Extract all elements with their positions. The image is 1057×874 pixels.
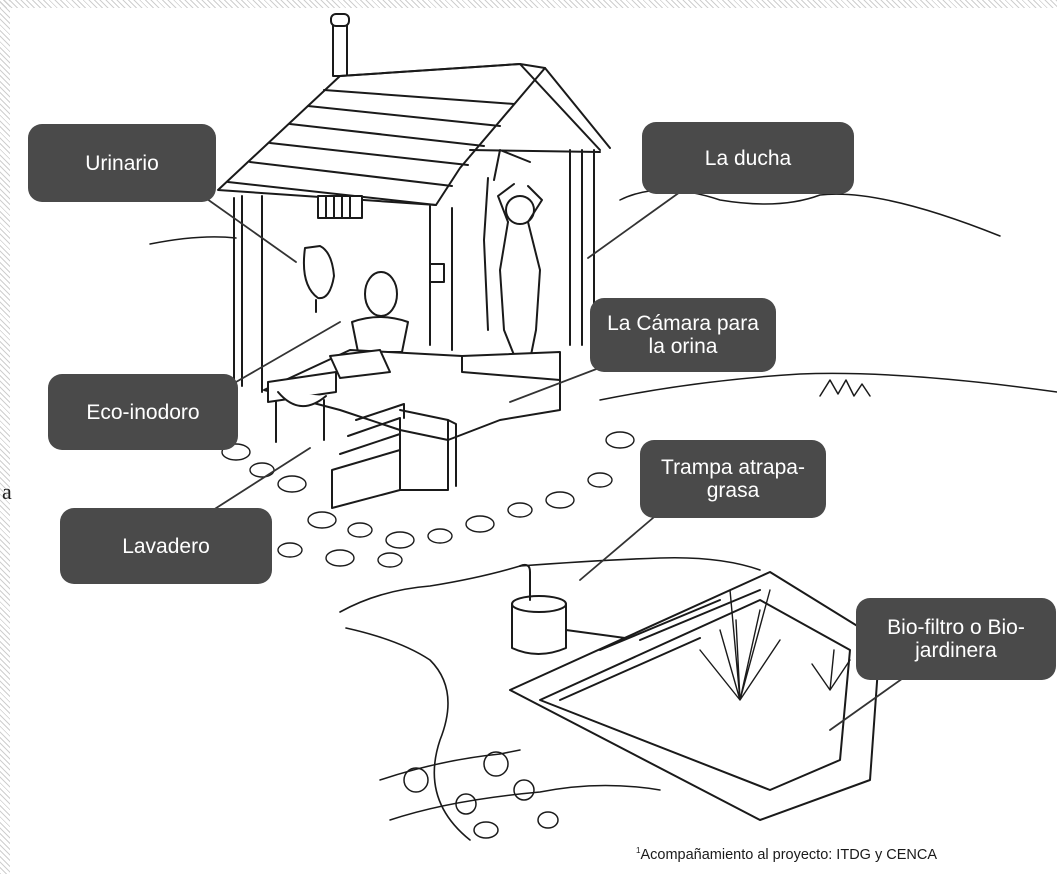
cropped-text-fragment: a: [2, 479, 12, 504]
vegetable-garden: [379, 749, 661, 839]
callout-eco-inodoro-label: Eco-inodoro: [86, 400, 200, 424]
callout-eco-inodoro: Eco-inodoro: [48, 374, 238, 450]
platform: [263, 349, 561, 441]
urinal: [302, 245, 335, 313]
callout-la-ducha: La ducha: [642, 122, 854, 194]
toilet-paper: [429, 263, 445, 283]
callout-urinario: Urinario: [28, 124, 216, 202]
page-border-top: [0, 0, 1057, 8]
toilet-walls: [233, 149, 595, 393]
vent-pipe: [330, 13, 350, 77]
reed-plants: [699, 589, 851, 701]
cobblestones: [221, 431, 635, 568]
callout-camara-orina-label: La Cámara para la orina: [607, 312, 759, 358]
callout-trampa-atrapa-grasa: Trampa atrapa-grasa: [640, 440, 826, 518]
image-credit: 1Acompañamiento al proyecto: ITDG y CENC…: [636, 846, 937, 863]
callout-leaders: [199, 191, 907, 731]
stairs: [331, 403, 457, 509]
roof: [217, 63, 611, 206]
callout-camara-orina: La Cámara para la orina: [590, 298, 776, 372]
page-border-left: [0, 0, 10, 874]
callout-biofiltro-label: Bio-filtro o Bio-jardinera: [887, 616, 1025, 662]
biofilter-bed: [509, 571, 881, 821]
credit-footnote-marker: 1: [636, 846, 641, 855]
wash-basin: [267, 371, 337, 443]
callout-trampa-atrapa-grasa-label: Trampa atrapa-grasa: [661, 456, 805, 502]
ground-channel: [339, 556, 761, 841]
shower-person: [483, 149, 543, 361]
eco-toilet: [351, 271, 409, 353]
callout-lavadero: Lavadero: [60, 508, 272, 584]
callout-lavadero-label: Lavadero: [122, 534, 210, 558]
callout-la-ducha-label: La ducha: [704, 146, 792, 170]
callout-urinario-label: Urinario: [85, 151, 159, 175]
credit-text: Acompañamiento al proyecto: ITDG y CENCA: [640, 847, 938, 863]
callout-biofiltro: Bio-filtro o Bio-jardinera: [856, 598, 1056, 680]
